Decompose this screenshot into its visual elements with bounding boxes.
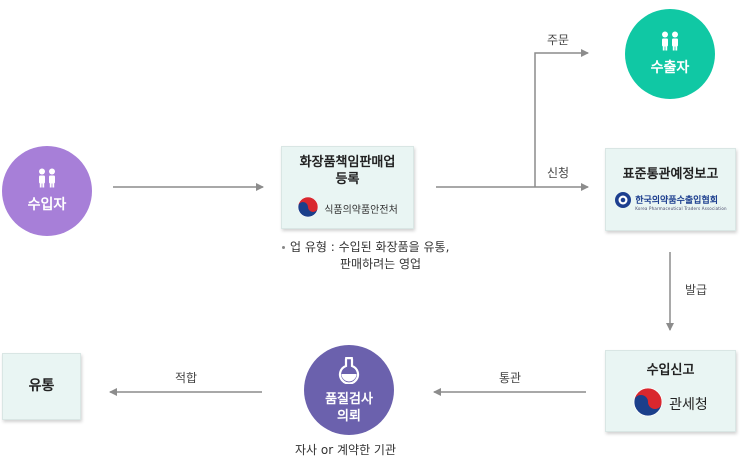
customs-logo: 관세청 <box>633 387 708 421</box>
people-icon <box>659 31 681 55</box>
flask-icon <box>336 356 362 388</box>
customs-logo-text: 관세청 <box>669 396 708 413</box>
kpta-emblem-icon <box>614 191 632 213</box>
business-type-line2: 판매하려는 영업 <box>340 257 422 271</box>
distribution-title: 유통 <box>28 378 55 394</box>
edge-label-clearance: 통관 <box>499 371 522 385</box>
edge-label-issue: 발급 <box>685 283 708 297</box>
mfds-logo-text: 식품의약품안전처 <box>324 205 398 216</box>
kpta-logo: 한국의약품수출입협회 Korea Pharmaceutical Traders … <box>614 191 727 213</box>
importer-label: 수입자 <box>27 197 67 213</box>
mfds-emblem-icon <box>297 196 319 222</box>
edge-label-apply: 신청 <box>547 166 570 180</box>
registration-title: 화장품책임판매업 등록 <box>299 154 396 187</box>
standard-report-box: 표준통관예정보고 한국의약품수출입협회 Korea Pharmaceutical… <box>605 148 736 231</box>
business-type-line1: 업 유형 : 수입된 화장품을 유통, <box>290 240 450 254</box>
registration-box: 화장품책임판매업 등록 식품의약품안전처 <box>281 146 414 229</box>
distribution-box: 유통 <box>2 353 81 420</box>
kpta-logo-english: Korea Pharmaceutical Traders Association <box>635 206 727 211</box>
mfds-logo: 식품의약품안전처 <box>297 196 398 222</box>
edge-label-order: 주문 <box>547 33 570 47</box>
standard-report-title: 표준통관예정보고 <box>622 167 719 182</box>
importer-node: 수입자 <box>2 146 92 236</box>
edge-label-conform: 적합 <box>175 371 198 385</box>
bullet-icon <box>282 246 285 249</box>
import-declaration-box: 수입신고 관세청 <box>605 350 736 432</box>
people-icon <box>36 168 58 192</box>
arrow-order-to-exporter <box>534 49 589 187</box>
lab-note: 자사 or 계약한 기관 <box>295 443 396 457</box>
customs-emblem-icon <box>633 387 663 421</box>
kpta-logo-text: 한국의약품수출입협회 <box>635 196 719 206</box>
quality-request-label: 품질검사 의뢰 <box>325 391 373 424</box>
exporter-node: 수출자 <box>625 9 715 99</box>
quality-request-node: 품질검사 의뢰 <box>304 345 394 435</box>
exporter-label: 수출자 <box>650 60 690 76</box>
import-declaration-title: 수입신고 <box>646 362 695 378</box>
business-type-note: 업 유형 : 수입된 화장품을 유통, 판매하려는 영업 <box>282 239 449 273</box>
